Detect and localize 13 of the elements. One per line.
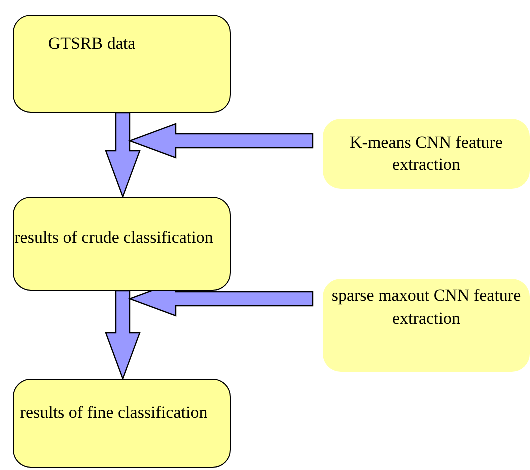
process-box [13,379,231,468]
block-arrow [105,112,141,199]
note-box [323,119,530,189]
node-label: results of crude classification [14,226,214,249]
node-label: GTSRB data [48,32,136,55]
process-box [13,197,231,291]
process-box [13,15,231,113]
block-arrow [105,290,141,381]
node-label: sparse maxout CNN feature extraction [331,285,522,330]
node-label: results of fine classification [20,402,208,424]
note-box [323,279,530,372]
block-arrow [128,123,314,159]
node-label: K-means CNN feature extraction [349,132,504,176]
